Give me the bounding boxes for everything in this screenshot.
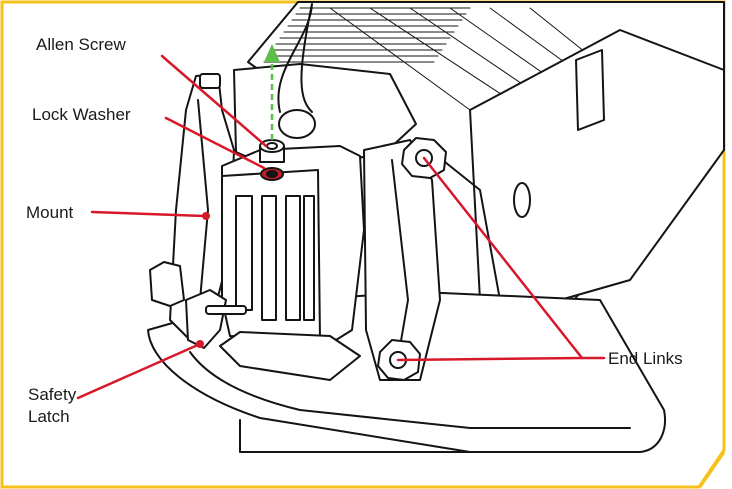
mount-bolt-head bbox=[199, 73, 221, 89]
label-lock-washer: Lock Washer bbox=[32, 105, 131, 124]
frame-corner-accent bbox=[698, 451, 726, 488]
label-safety-latch-line2: Latch bbox=[28, 407, 70, 426]
clamp-slots bbox=[235, 195, 315, 321]
leader-mount bbox=[90, 210, 206, 218]
leader-lock-washer bbox=[164, 116, 266, 170]
leader-end-link-bottom bbox=[396, 356, 584, 362]
label-mount: Mount bbox=[26, 203, 74, 222]
leader-end-link-top bbox=[422, 156, 584, 360]
cable-grommet bbox=[278, 109, 316, 139]
base-plate-front bbox=[239, 419, 471, 453]
left-bolt bbox=[149, 261, 185, 307]
leader-targets bbox=[196, 212, 210, 348]
label-allen-screw: Allen Screw bbox=[36, 35, 126, 54]
clamp-block-front bbox=[221, 169, 321, 341]
mount-illustration bbox=[147, 1, 725, 453]
target-safety-latch bbox=[196, 340, 204, 348]
housing-slot bbox=[575, 49, 605, 131]
lower-cradle bbox=[219, 331, 361, 381]
leader-safety-latch bbox=[76, 342, 202, 400]
label-end-links: End Links bbox=[608, 349, 683, 368]
housing-edge bbox=[429, 149, 501, 301]
target-mount bbox=[202, 212, 210, 220]
cable-loop bbox=[277, 3, 313, 113]
base-plate-rim bbox=[189, 351, 631, 429]
latch-pin bbox=[205, 305, 247, 315]
safety-latch-body bbox=[185, 289, 227, 349]
label-safety-latch-line1: Safety bbox=[28, 385, 77, 404]
crossbar-ribs bbox=[263, 7, 626, 111]
housing-hole bbox=[513, 182, 531, 218]
direction-arrow-icon bbox=[264, 44, 280, 140]
allen-screw-part bbox=[259, 139, 285, 181]
leader-lines bbox=[76, 54, 606, 400]
leader-allen-screw bbox=[160, 54, 268, 148]
